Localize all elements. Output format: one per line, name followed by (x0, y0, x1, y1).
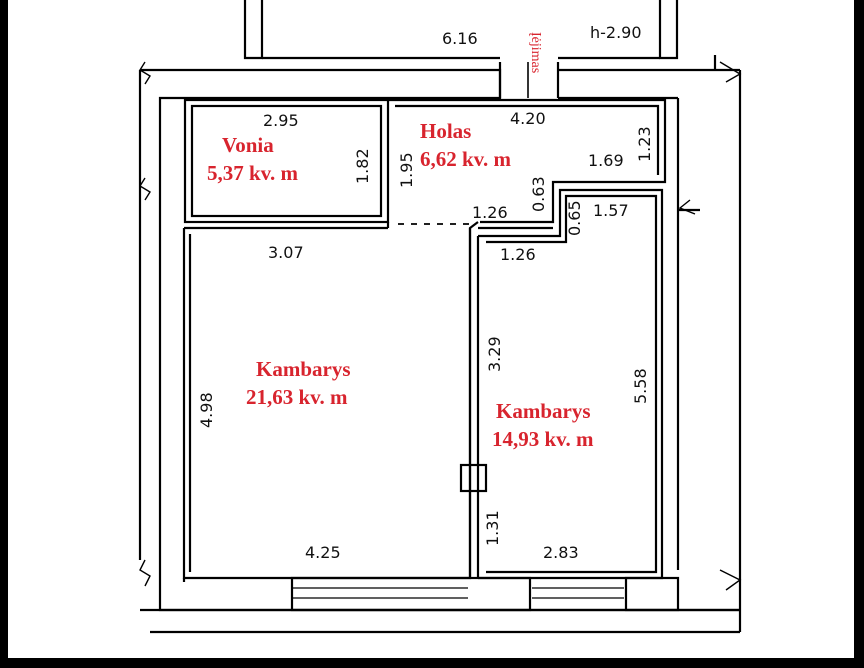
large-room-name: Kambarys (256, 357, 351, 381)
dim-small-room-bottom: 2.83 (543, 543, 579, 562)
wall-break-marks (139, 61, 742, 591)
dim-partition-lower: 1.31 (483, 510, 502, 546)
dim-partition-upper: 3.29 (485, 336, 504, 372)
wall-outlines (138, 0, 742, 634)
dim-hall-inner-height: 1.95 (397, 152, 416, 188)
dim-hall-width: 4.20 (510, 109, 546, 128)
bathroom-name: Vonia (222, 133, 274, 157)
dim-bath-height: 1.82 (353, 148, 372, 184)
dim-hall-right-height: 1.23 (635, 126, 654, 162)
entrance-label: Įėjimas (528, 32, 543, 73)
header-height: h-2.90 (590, 23, 642, 42)
dim-small-room-top: 1.57 (593, 201, 629, 220)
dim-large-room-top: 3.07 (268, 243, 304, 262)
large-room-area: 21,63 kv. m (246, 385, 348, 409)
small-room-name: Kambarys (496, 399, 591, 423)
paper-background (8, 0, 854, 658)
dim-top-width: 6.16 (442, 29, 478, 48)
dim-small-room-step: 0.65 (565, 200, 584, 236)
bathroom-area: 5,37 kv. m (207, 161, 299, 185)
dim-corridor-width: 1.26 (472, 203, 508, 222)
small-room-area: 14,93 kv. m (492, 427, 594, 451)
dim-bath-width: 2.95 (263, 111, 299, 130)
hall-area: 6,62 kv. m (420, 147, 512, 171)
dim-small-room-height: 5.58 (631, 368, 650, 404)
dim-large-room-bottom: 4.25 (305, 543, 341, 562)
dim-hall-right-width: 1.69 (588, 151, 624, 170)
window-lines (292, 587, 624, 599)
dim-corridor-step: 0.63 (529, 176, 548, 212)
hall-name: Holas (420, 119, 471, 143)
dim-large-room-height: 4.98 (197, 392, 216, 428)
dim-corridor-width-lower: 1.26 (500, 245, 536, 264)
